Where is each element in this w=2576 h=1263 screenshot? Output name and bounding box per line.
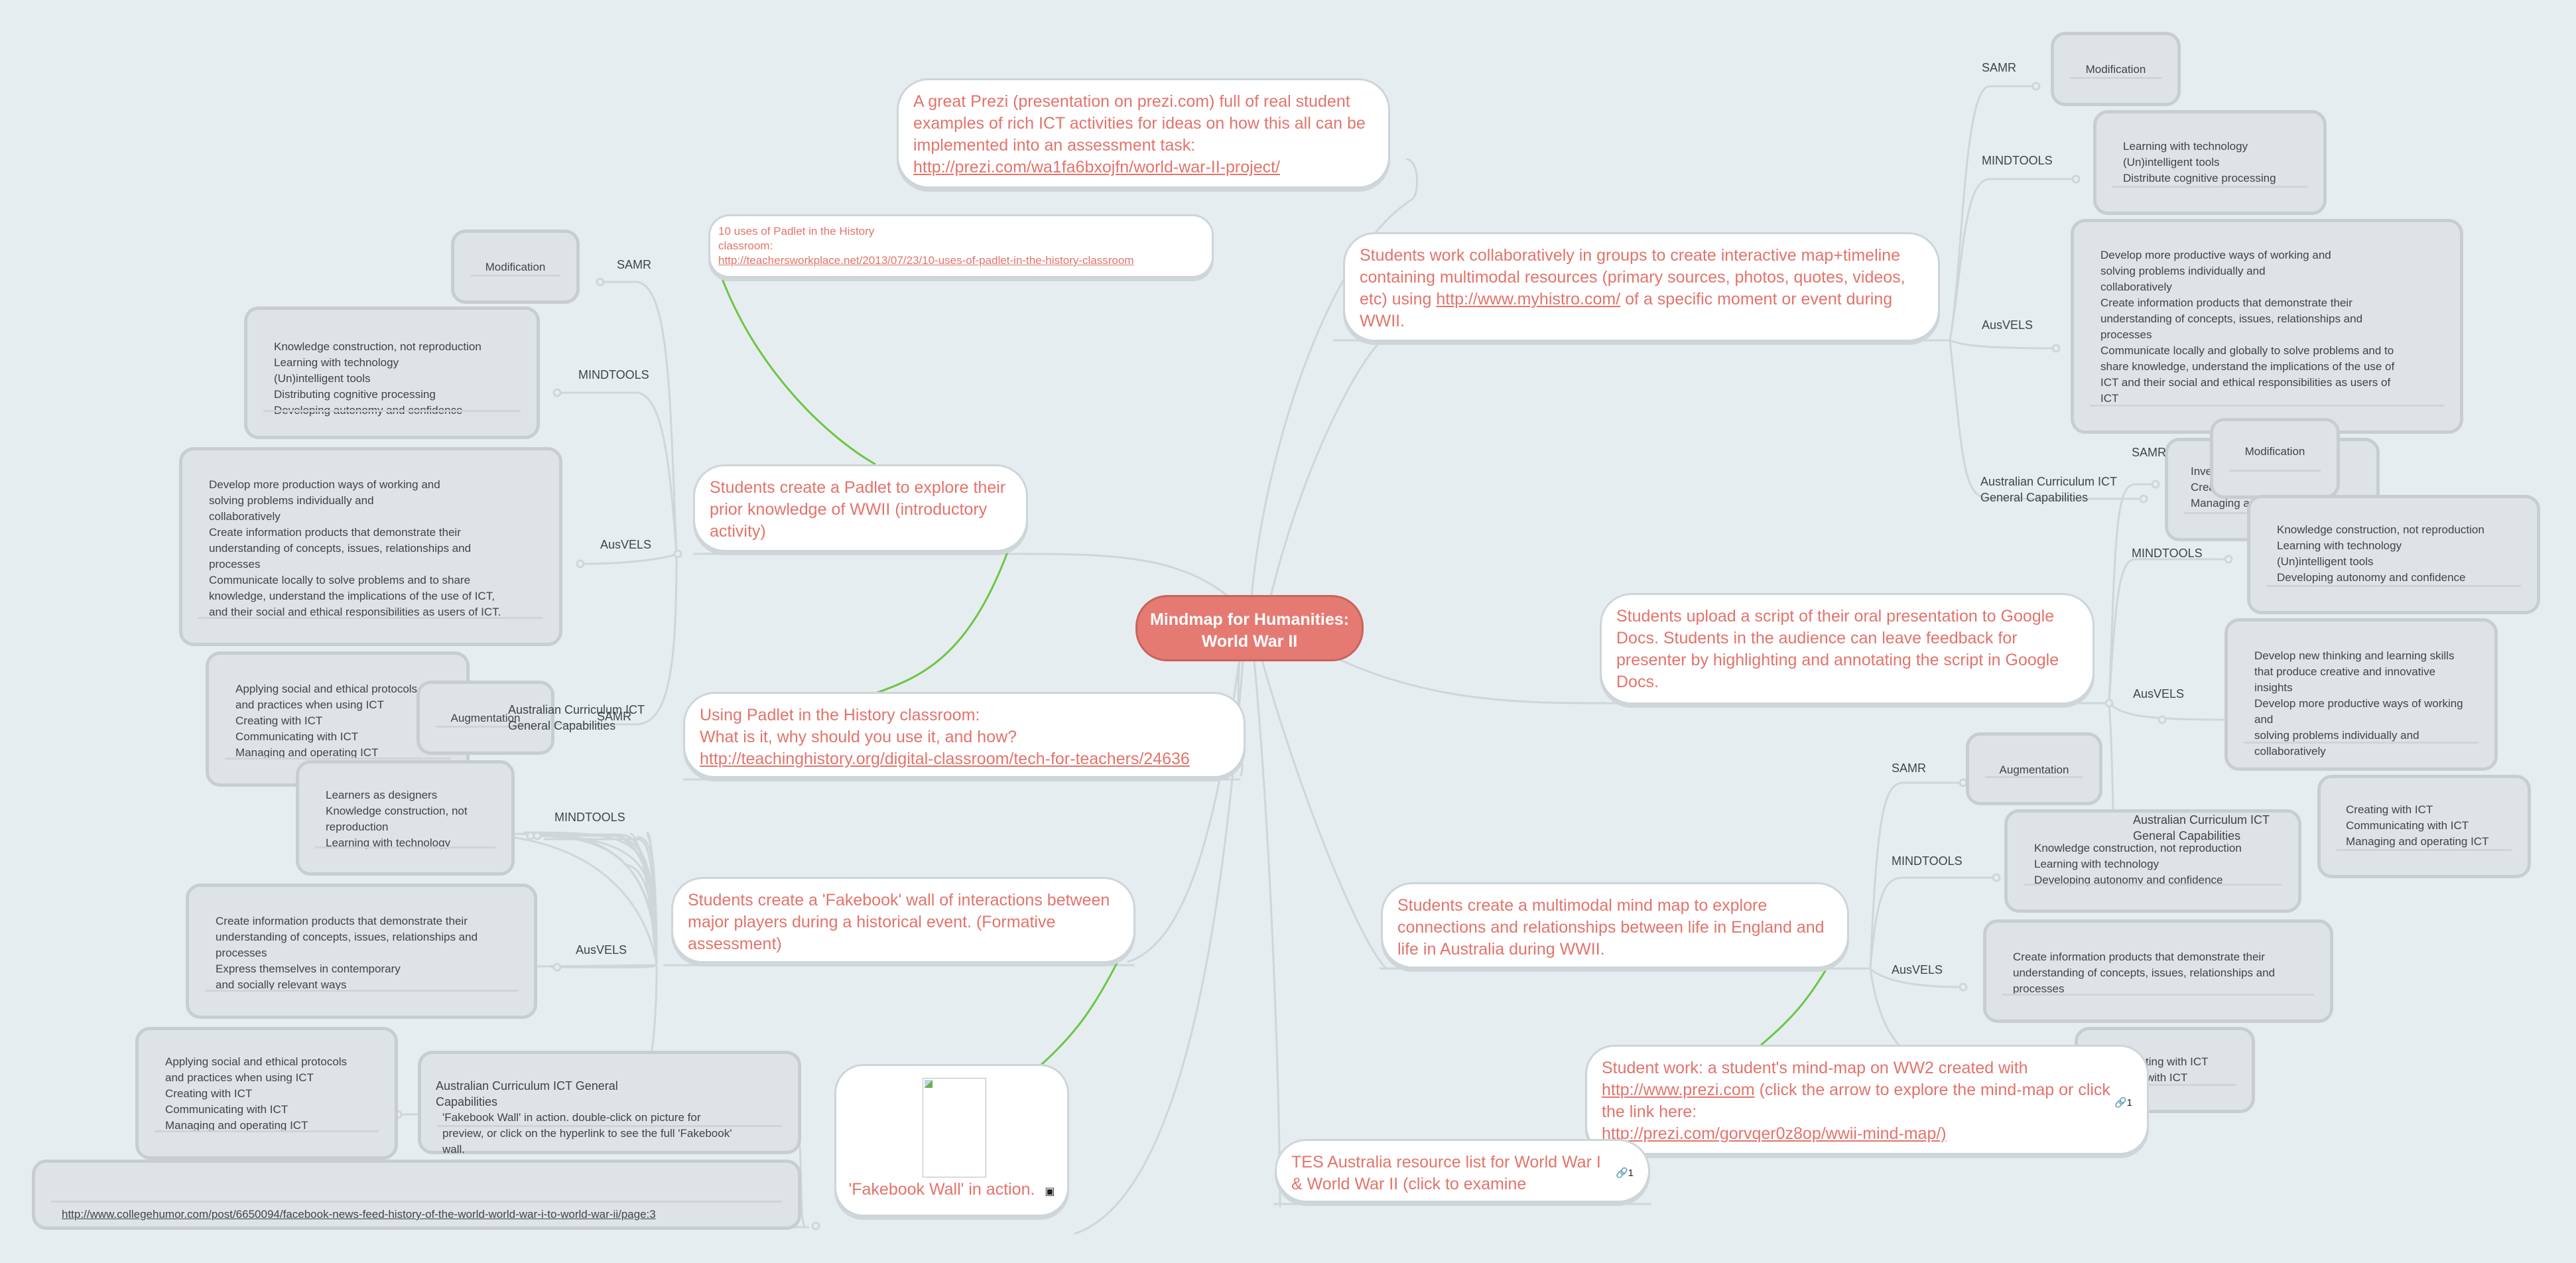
padlet-samr-box[interactable]: Modification [451,230,580,304]
padlet-resource-line2: What is it, why should you use it, and h… [700,728,1017,746]
root-title: Mindmap for Humanities: World War II [1149,610,1349,651]
image-icon: ▣ [1045,1186,1055,1197]
google-ausvels-label: AusVELS [2133,687,2185,700]
fakebook-note-text: 'Fakebook Wall' in action. double-click … [442,1111,732,1156]
fakebook-activity-node[interactable]: Students create a 'Fakebook' wall of int… [671,877,1135,963]
fakebook-note-box[interactable]: Australian Curriculum ICT General Capabi… [418,1051,801,1156]
fakebook-ausvels-box[interactable]: Create information products that demonst… [186,884,537,1019]
mindmap-activity-node[interactable]: Students create a multimodal mind map to… [1381,882,1849,968]
tes-resource-node[interactable]: TES Australia resource list for World Wa… [1275,1139,1650,1203]
padlet-acict-label: Australian Curriculum ICT General Capabi… [508,703,645,732]
mindmap-mindtools-box[interactable]: Knowledge construction, not reproduction… [2004,809,2301,913]
fakebook-link-box[interactable]: http://www.collegehumor.com/post/6650094… [32,1160,801,1230]
myhistro-text-after: of a specific moment or event during WWI… [1360,290,1893,330]
student-work-link1[interactable]: http://www.prezi.com [1602,1081,1755,1099]
fakebook-samr-box[interactable]: Augmentation [417,681,554,755]
fakebook-acict-label: Australian Curriculum ICT General Capabi… [436,1079,618,1108]
padlet-resource-node[interactable]: Using Padlet in the History classroom: W… [683,692,1246,778]
padlet-ausvels-box[interactable]: Develop more production ways of working … [179,447,562,646]
mindmap-ausvels-label: AusVELS [1892,963,1943,976]
myhistro-link[interactable]: http://www.myhistro.com/ [1436,290,1621,308]
fakebook-wall-node[interactable]: 'Fakebook Wall' in action. ▣ [834,1064,1069,1217]
google-mindtools-box[interactable]: Knowledge construction, not reproduction… [2247,495,2540,614]
padlet-samr-label: SAMR [617,258,652,271]
student-work-link2[interactable]: http://prezi.com/gorvqer0z8op/wwii-mind-… [1602,1124,1947,1143]
student-work-link-badge[interactable]: 🔗1 [2114,1097,2132,1108]
fakebook-activity-text: Students create a 'Fakebook' wall of int… [688,891,1110,953]
padlet-activity-text: Students create a Padlet to explore thei… [710,478,1006,541]
google-samr-label: SAMR [2132,446,2167,459]
myhistro-mindtools-label: MINDTOOLS [1982,154,2053,167]
google-docs-activity-node[interactable]: Students upload a script of their oral p… [1600,593,2094,704]
myhistro-ausvels-label: AusVELS [1982,318,2033,332]
student-work-text-middle: (click the arrow to explore the mind-map… [1602,1081,2110,1121]
mindmap-mindtools-label: MINDTOOLS [1892,854,1963,868]
myhistro-acict-label: Australian Curriculum ICT General Capabi… [1980,475,2118,504]
tes-resource-text: TES Australia resource list for World Wa… [1291,1153,1601,1193]
myhistro-samr-label: SAMR [1982,61,2017,74]
mindmap-samr-box[interactable]: Augmentation [1966,732,2102,805]
padlet-mindtools-label: MINDTOOLS [578,368,649,381]
padlet-mindtools-box[interactable]: Knowledge construction, not reproduction… [244,306,540,439]
fakebook-link[interactable]: http://www.collegehumor.com/post/6650094… [62,1208,656,1221]
student-work-text-before: Student work: a student's mind-map on WW… [1602,1059,2028,1077]
padlet-uses-line2: classroom: [718,239,773,252]
google-acict-box[interactable]: Creating with ICT Communicating with ICT… [2317,775,2531,878]
padlet-uses-link[interactable]: http://teachersworkplace.net/2013/07/23/… [718,254,1134,267]
padlet-resource-link[interactable]: http://teachinghistory.org/digital-class… [700,750,1190,768]
google-mindtools-label: MINDTOOLS [2132,547,2203,560]
tes-link-badge[interactable]: 🔗1 [1615,1167,1634,1179]
myhistro-mindtools-box[interactable]: Learning with technology (Un)intelligent… [2093,110,2327,215]
mindmap-activity-text: Students create a multimodal mind map to… [1397,896,1825,959]
link-icon: 🔗 [2114,1097,2127,1108]
fakebook-image[interactable] [923,1078,986,1177]
fakebook-wall-caption: 'Fakebook Wall' in action. [848,1180,1035,1199]
google-samr-box[interactable]: Modification [2210,418,2340,499]
student-work-node[interactable]: Student work: a student's mind-map on WW… [1585,1045,2149,1155]
prezi-note-link[interactable]: http://prezi.com/wa1fa6bxojfn/world-war-… [913,158,1280,176]
prezi-note-node[interactable]: A great Prezi (presentation on prezi.com… [897,78,1390,188]
root-node[interactable]: Mindmap for Humanities: World War II [1135,595,1364,661]
fakebook-mindtools-box[interactable]: Learners as designers Knowledge construc… [296,760,515,876]
myhistro-ausvels-box[interactable]: Develop more productive ways of working … [2071,219,2463,434]
myhistro-activity-node[interactable]: Students work collaboratively in groups … [1343,232,1940,342]
padlet-ausvels-label: AusVELS [600,538,652,551]
google-ausvels-box[interactable]: Develop new thinking and learning skills… [2224,618,2498,771]
fakebook-acict-box[interactable]: Applying social and ethical protocols an… [135,1027,398,1160]
link-icon: 🔗 [1615,1167,1628,1179]
fakebook-ausvels-label: AusVELS [576,943,627,957]
mindmap-samr-label: SAMR [1892,762,1927,775]
padlet-resource-line1: Using Padlet in the History classroom: [700,706,980,724]
prezi-note-text: A great Prezi (presentation on prezi.com… [913,92,1366,155]
google-acict-label: Australian Curriculum ICT General Capabi… [2133,813,2270,842]
fakebook-mindtools-label: MINDTOOLS [554,811,625,824]
padlet-activity-node[interactable]: Students create a Padlet to explore thei… [693,464,1028,552]
fakebook-samr-label: SAMR [597,710,632,723]
padlet-uses-line1: 10 uses of Padlet in the History [718,225,875,237]
google-docs-text: Students upload a script of their oral p… [1616,607,2059,691]
myhistro-text-before: Students work collaboratively in groups … [1360,246,1905,308]
myhistro-samr-box[interactable]: Modification [2051,32,2181,106]
mindmap-ausvels-box[interactable]: Create information products that demonst… [1983,919,2333,1023]
padlet-uses-node[interactable]: 10 uses of Padlet in the History classro… [708,214,1214,278]
